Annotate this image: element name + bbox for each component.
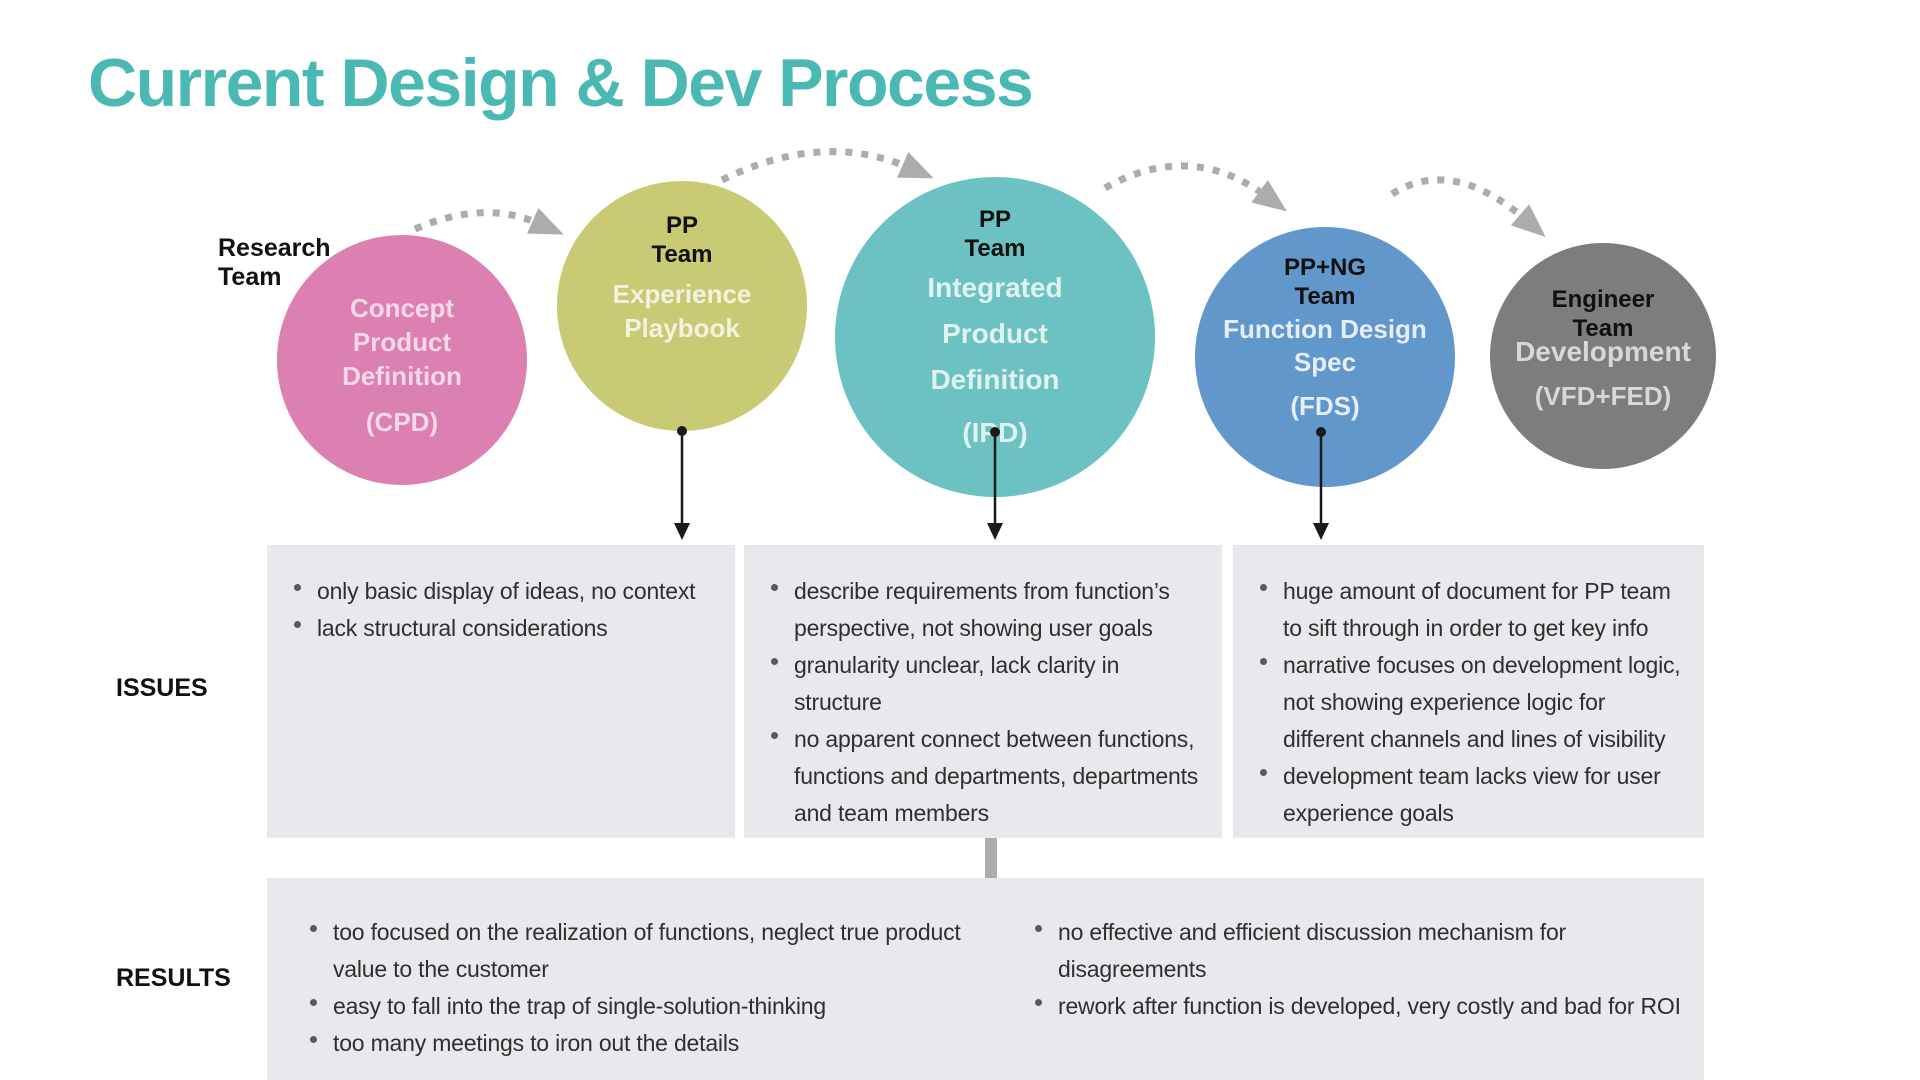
- stage-doc-label: Concept Product Definition: [342, 293, 462, 391]
- stage-abbr-label: (VFD+FED): [1534, 381, 1672, 411]
- issues-box-cpd: only basic display of ideas, no context …: [267, 545, 735, 838]
- issue-bullet: granularity unclear, lack clarity in str…: [766, 647, 1208, 721]
- issue-bullet: only basic display of ideas, no context: [289, 573, 721, 610]
- stage-circle-development: Engineer Team Development (VFD+FED): [1490, 243, 1716, 469]
- stage-abbr-label: (CPD): [365, 407, 439, 437]
- result-bullet: easy to fall into the trap of single-sol…: [305, 988, 1000, 1025]
- stage-circle-experience-playbook: PP Team Experience Playbook: [557, 181, 807, 431]
- research-team-label: Research Team: [218, 234, 331, 291]
- stage-doc-label: Function Design Spec: [1223, 314, 1427, 377]
- result-bullet: too focused on the realization of functi…: [305, 914, 1000, 988]
- issue-bullet: lack structural considerations: [289, 610, 721, 647]
- stage-doc-label: Experience Playbook: [612, 279, 752, 343]
- result-bullet: no effective and efficient discussion me…: [1030, 914, 1695, 988]
- issues-box-fds: huge amount of document for PP team to s…: [1233, 545, 1704, 838]
- connector-bar: [985, 838, 997, 878]
- results-label: RESULTS: [116, 964, 231, 992]
- stage-team-label: PP Team: [964, 206, 1026, 262]
- issues-box-ipd: describe requirements from function’s pe…: [744, 545, 1222, 838]
- page-title: Current Design & Dev Process: [88, 45, 1034, 121]
- stage-team-label: PP+NG Team: [1283, 254, 1367, 310]
- stage-abbr-label: (IPD): [962, 417, 1028, 448]
- issue-bullet: narrative focuses on development logic, …: [1255, 647, 1690, 758]
- issue-bullet-list: huge amount of document for PP team to s…: [1255, 573, 1690, 832]
- results-column-2: no effective and efficient discussion me…: [1030, 914, 1695, 1080]
- arc-arrow-fds-to-development: [1390, 176, 1546, 238]
- stage-doc-label: Integrated Product Definition: [927, 272, 1063, 395]
- results-box: too focused on the realization of functi…: [267, 878, 1704, 1080]
- stage-abbr-label: (FDS): [1290, 391, 1360, 421]
- issue-bullet: development team lacks view for user exp…: [1255, 758, 1690, 832]
- issue-bullet-list: describe requirements from function’s pe…: [766, 573, 1208, 832]
- arc-arrow-ipd-to-fds: [1103, 162, 1287, 212]
- issue-bullet: describe requirements from function’s pe…: [766, 573, 1208, 647]
- stage-circle-cpd: Concept Product Definition (CPD): [277, 235, 527, 485]
- result-bullet: too many meetings to iron out the detail…: [305, 1025, 1000, 1062]
- arc-arrow-cpd-to-playbook: [413, 207, 564, 235]
- stage-doc-label: Development: [1515, 336, 1691, 367]
- issue-bullet: no apparent connect between functions, f…: [766, 721, 1208, 832]
- stage-circle-fds: PP+NG Team Function Design Spec (FDS): [1195, 227, 1455, 487]
- results-column-1: too focused on the realization of functi…: [305, 914, 1000, 1080]
- result-bullet: rework after function is developed, very…: [1030, 988, 1695, 1025]
- issue-bullet: huge amount of document for PP team to s…: [1255, 573, 1690, 647]
- issues-label: ISSUES: [116, 674, 208, 702]
- issue-bullet-list: only basic display of ideas, no context …: [289, 573, 721, 647]
- stage-team-label: Engineer Team: [1551, 286, 1655, 342]
- arc-arrow-playbook-to-ipd: [720, 148, 934, 184]
- stage-circle-ipd: PP Team Integrated Product Definition (I…: [835, 177, 1155, 497]
- stage-team-label: PP Team: [651, 212, 713, 268]
